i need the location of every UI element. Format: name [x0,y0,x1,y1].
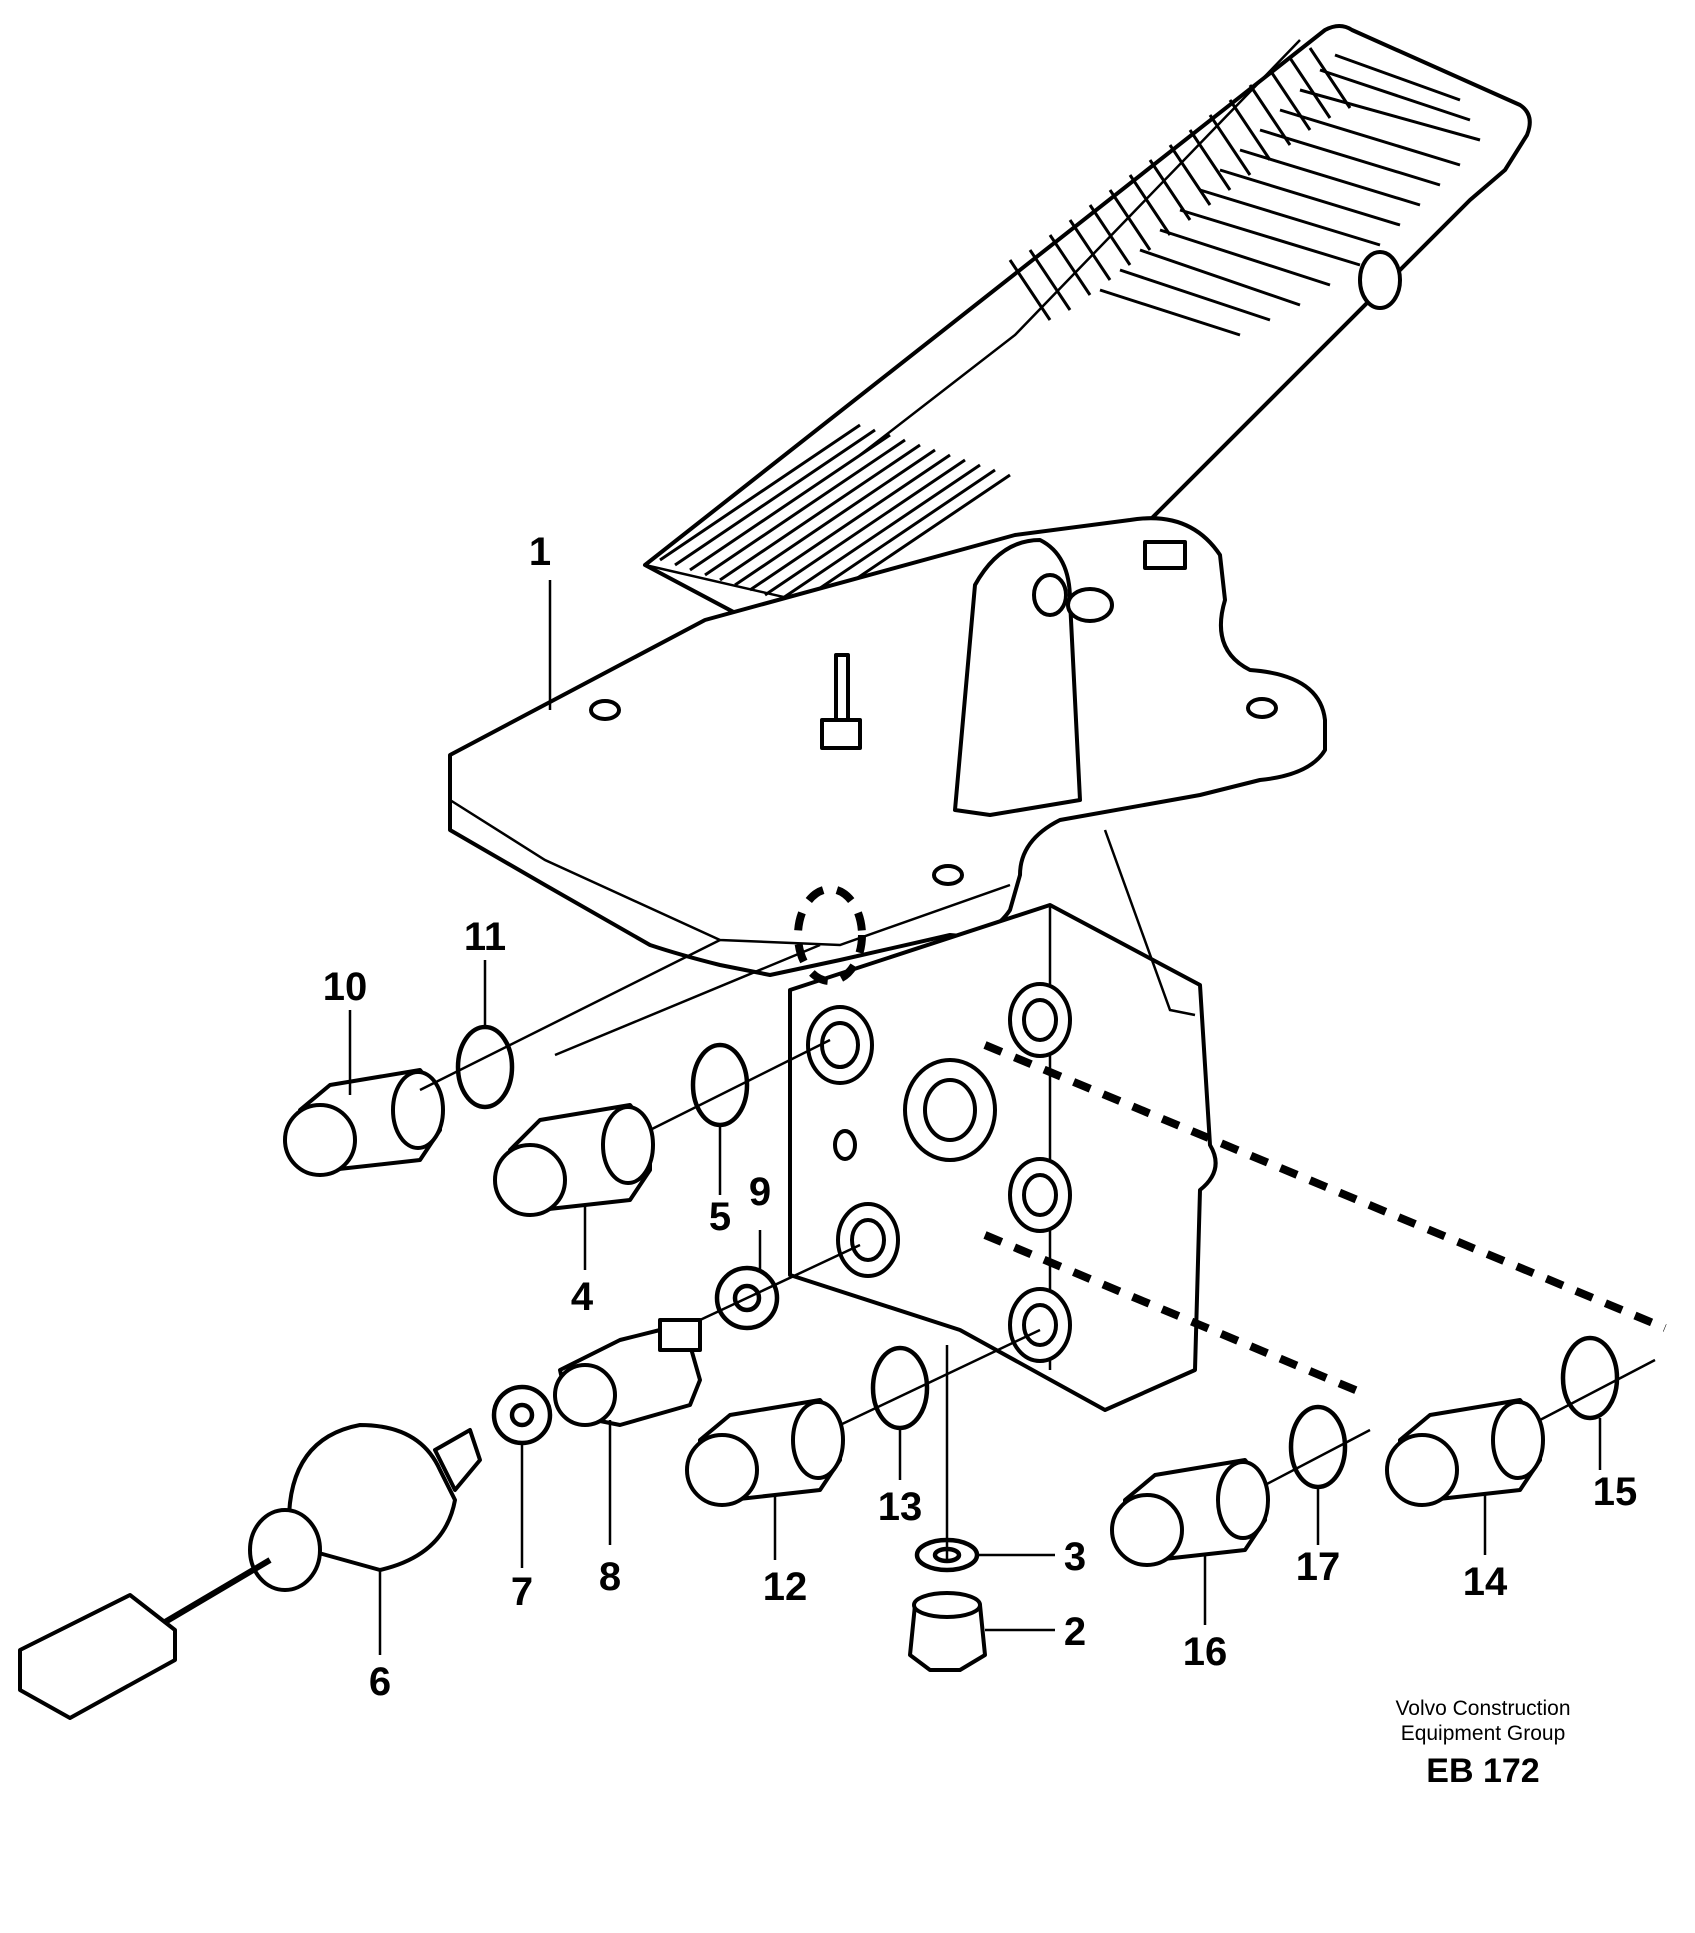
callout-2: 2 [1064,1610,1086,1654]
callout-3: 3 [1064,1535,1086,1579]
washer-7 [491,1384,553,1446]
callout-labels: 1 2 3 4 5 6 7 8 9 10 11 12 13 14 15 16 1… [323,530,1638,1704]
callout-9: 9 [749,1170,771,1214]
callout-8: 8 [599,1555,621,1599]
o-ring-13 [839,1328,1041,1431]
adapter-8 [553,1318,702,1427]
fitting-14 [1385,1398,1545,1507]
credit-line-1: Volvo Construction [1395,1697,1570,1720]
diagram-code: EB 172 [1426,1752,1539,1790]
o-ring-17 [1264,1404,1371,1490]
o-ring-15 [1539,1335,1656,1422]
callout-5: 5 [709,1195,731,1239]
callout-1: 1 [529,530,551,574]
callout-17: 17 [1296,1545,1341,1589]
fitting-4 [493,1103,655,1217]
plug-2 [908,1591,987,1672]
callout-16: 16 [1183,1630,1228,1674]
fitting-16 [1110,1458,1270,1567]
pedal-grip-ribs [1008,47,1481,337]
callout-10: 10 [323,965,368,1009]
credit-block: Volvo Construction Equipment Group EB 17… [1395,1697,1570,1790]
fitting-10 [283,1068,445,1177]
o-ring-11 [419,938,721,1110]
callout-13: 13 [878,1485,923,1529]
pedal-plate [643,24,1532,652]
callout-14: 14 [1463,1560,1508,1604]
callout-11: 11 [464,915,506,959]
credit-line-2: Equipment Group [1401,1722,1566,1745]
fitting-12 [685,1398,845,1507]
pedal-heel-ribs [659,423,1011,612]
callout-7: 7 [511,1570,533,1614]
callout-15: 15 [1593,1470,1638,1514]
dashed-flow-lines [554,943,1667,1396]
callout-6: 6 [369,1660,391,1704]
callout-4: 4 [571,1275,594,1319]
pressure-switch-6 [18,1423,482,1720]
washer-9 [699,1243,861,1331]
leader-lines [348,580,1602,1655]
callout-12: 12 [763,1565,808,1609]
